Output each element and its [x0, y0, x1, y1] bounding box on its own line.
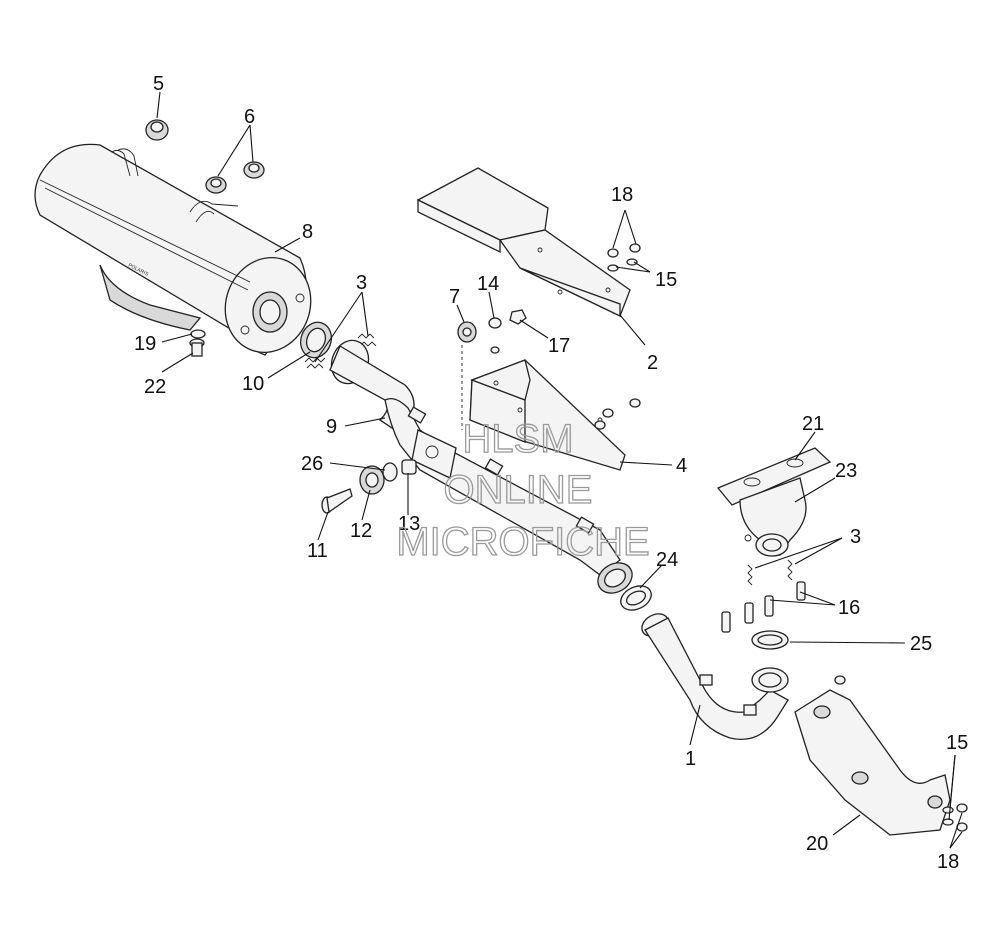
- pipe-outlet: [597, 562, 633, 594]
- callout-6: 6: [244, 106, 255, 128]
- callout-7: 7: [449, 286, 460, 308]
- callout-3-lower: 3: [850, 526, 861, 548]
- grommet-5[interactable]: [145, 119, 169, 141]
- callout-11: 11: [307, 540, 328, 562]
- callout-14: 14: [477, 273, 499, 295]
- callout-16: 16: [838, 597, 860, 619]
- watermark: HLSM ONLINE MICROFICHE: [396, 416, 651, 564]
- watermark-line-1: HLSM: [462, 417, 573, 461]
- callout-13: 13: [398, 513, 420, 535]
- grommet-7[interactable]: [457, 321, 477, 343]
- callout-5: 5: [153, 73, 164, 95]
- springs-3-upper[interactable]: [304, 333, 377, 369]
- bolt-11[interactable]: [321, 488, 353, 514]
- pipe-9[interactable]: [326, 335, 621, 576]
- manifold-23[interactable]: [739, 477, 807, 557]
- grommet-12[interactable]: [359, 465, 385, 495]
- callout-24: 24: [656, 549, 678, 571]
- heat-shield-20[interactable]: [794, 675, 951, 836]
- heat-shield-4[interactable]: [469, 346, 641, 471]
- callout-1: 1: [685, 748, 696, 770]
- callout-26: 26: [301, 453, 323, 475]
- watermark-line-2: ONLINE: [444, 468, 593, 512]
- washer-14[interactable]: [488, 317, 502, 329]
- callout-18-lower: 18: [937, 851, 959, 873]
- washer-26[interactable]: [382, 462, 398, 482]
- gasket-25[interactable]: [751, 630, 789, 650]
- leader-lines: [156, 91, 963, 849]
- hardware-15-18-lower[interactable]: [942, 803, 968, 832]
- callout-12: 12: [350, 520, 372, 542]
- callout-10: 10: [242, 373, 264, 395]
- muffler[interactable]: POLARIS: [34, 143, 324, 364]
- grommets-6[interactable]: [205, 161, 265, 194]
- callout-23: 23: [835, 460, 857, 482]
- callout-20: 20: [806, 833, 828, 855]
- callout-2: 2: [647, 352, 658, 374]
- head-pipe-1[interactable]: [638, 609, 789, 740]
- callout-25: 25: [910, 633, 932, 655]
- studs-16[interactable]: [721, 581, 806, 633]
- callout-9: 9: [326, 416, 337, 438]
- gasket-21[interactable]: [716, 447, 832, 506]
- flange-plate: [411, 429, 457, 479]
- callout-15-upper: 15: [655, 269, 677, 291]
- springs-3-lower[interactable]: [747, 559, 793, 586]
- bushing-13[interactable]: [401, 459, 417, 475]
- bolt-22[interactable]: [189, 338, 205, 357]
- callout-18-upper: 18: [611, 184, 633, 206]
- hardware-18-15-upper[interactable]: [607, 243, 641, 272]
- callout-8: 8: [302, 221, 313, 243]
- callout-17: 17: [548, 335, 570, 357]
- heat-shield-2[interactable]: [416, 167, 631, 318]
- callout-4: 4: [676, 455, 687, 477]
- watermark-line-3: MICROFICHE: [396, 520, 649, 564]
- callout-3-upper: 3: [356, 272, 367, 294]
- washer-19[interactable]: [190, 329, 206, 339]
- callouts: 5 6 8 3 19 22 10 9 26 12 13 11 7 14 17 1…: [134, 73, 968, 873]
- callout-19: 19: [134, 333, 156, 355]
- callout-15-lower: 15: [946, 732, 968, 754]
- callout-22: 22: [144, 376, 166, 398]
- gasket-24[interactable]: [617, 581, 655, 614]
- callout-21: 21: [802, 413, 824, 435]
